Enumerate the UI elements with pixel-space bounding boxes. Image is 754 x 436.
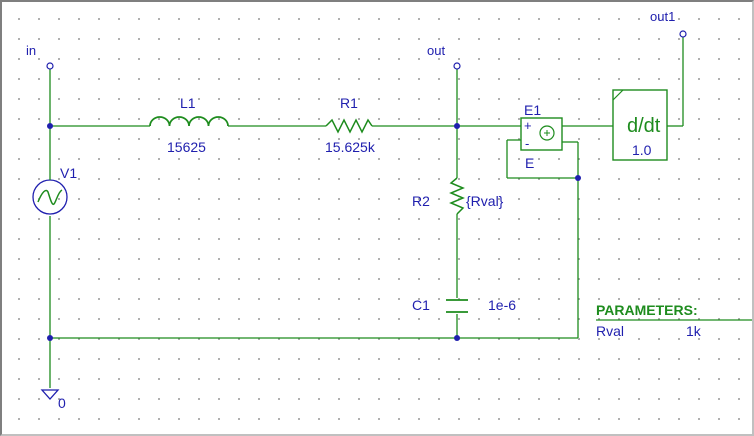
net-label-in[interactable]: in (26, 43, 36, 58)
e1-plus: + (524, 118, 532, 133)
ddt-gain: 1.0 (632, 142, 652, 158)
r2-value: {Rval} (466, 193, 504, 209)
junction-dot (454, 335, 460, 341)
net-marker-out[interactable] (453, 62, 461, 70)
c1-value: 1e-6 (488, 297, 516, 313)
junction-dot (47, 123, 53, 129)
ddt-symbol: d/dt (627, 115, 661, 137)
inductor-l1[interactable] (149, 116, 229, 127)
v1-name: V1 (60, 165, 77, 181)
resistor-r1[interactable] (325, 118, 373, 134)
parameter-name: Rval (596, 323, 624, 339)
c1-name: C1 (412, 297, 430, 313)
dependent-source-icon (539, 125, 555, 141)
wire-network[interactable] (49, 36, 684, 388)
resistor-icon (325, 118, 373, 134)
junction-dot (454, 123, 460, 129)
net-marker-in[interactable] (46, 62, 54, 70)
r1-value: 15.625k (325, 139, 376, 155)
l1-value: 15625 (167, 139, 206, 155)
parameters-block[interactable]: PARAMETERS: Rval 1k (596, 302, 752, 339)
ground-symbol[interactable] (40, 389, 60, 400)
r1-name: R1 (340, 95, 358, 111)
l1-name: L1 (180, 95, 196, 111)
parameter-value: 1k (686, 323, 702, 339)
net-label-out1[interactable]: out1 (650, 9, 675, 24)
resistor-r2[interactable] (449, 177, 465, 215)
r2-name: R2 (412, 193, 430, 209)
ground-icon (40, 389, 60, 400)
net-label-out[interactable]: out (427, 43, 445, 58)
e1-bottom-label: E (525, 155, 534, 171)
parameters-title: PARAMETERS: (596, 302, 698, 318)
capacitor-c1[interactable] (446, 299, 468, 313)
resistor-icon (449, 177, 465, 215)
junction-dot (575, 175, 581, 181)
differentiator-block[interactable] (612, 89, 668, 161)
net-marker-out1[interactable] (679, 30, 687, 38)
junction-dot (47, 335, 53, 341)
source-v1[interactable] (32, 178, 68, 215)
e1-name: E1 (524, 102, 541, 118)
ground-label: 0 (58, 395, 66, 411)
e1-minus: - (525, 136, 529, 151)
inductor-icon (149, 116, 229, 127)
vcvs-e1[interactable] (520, 117, 563, 151)
